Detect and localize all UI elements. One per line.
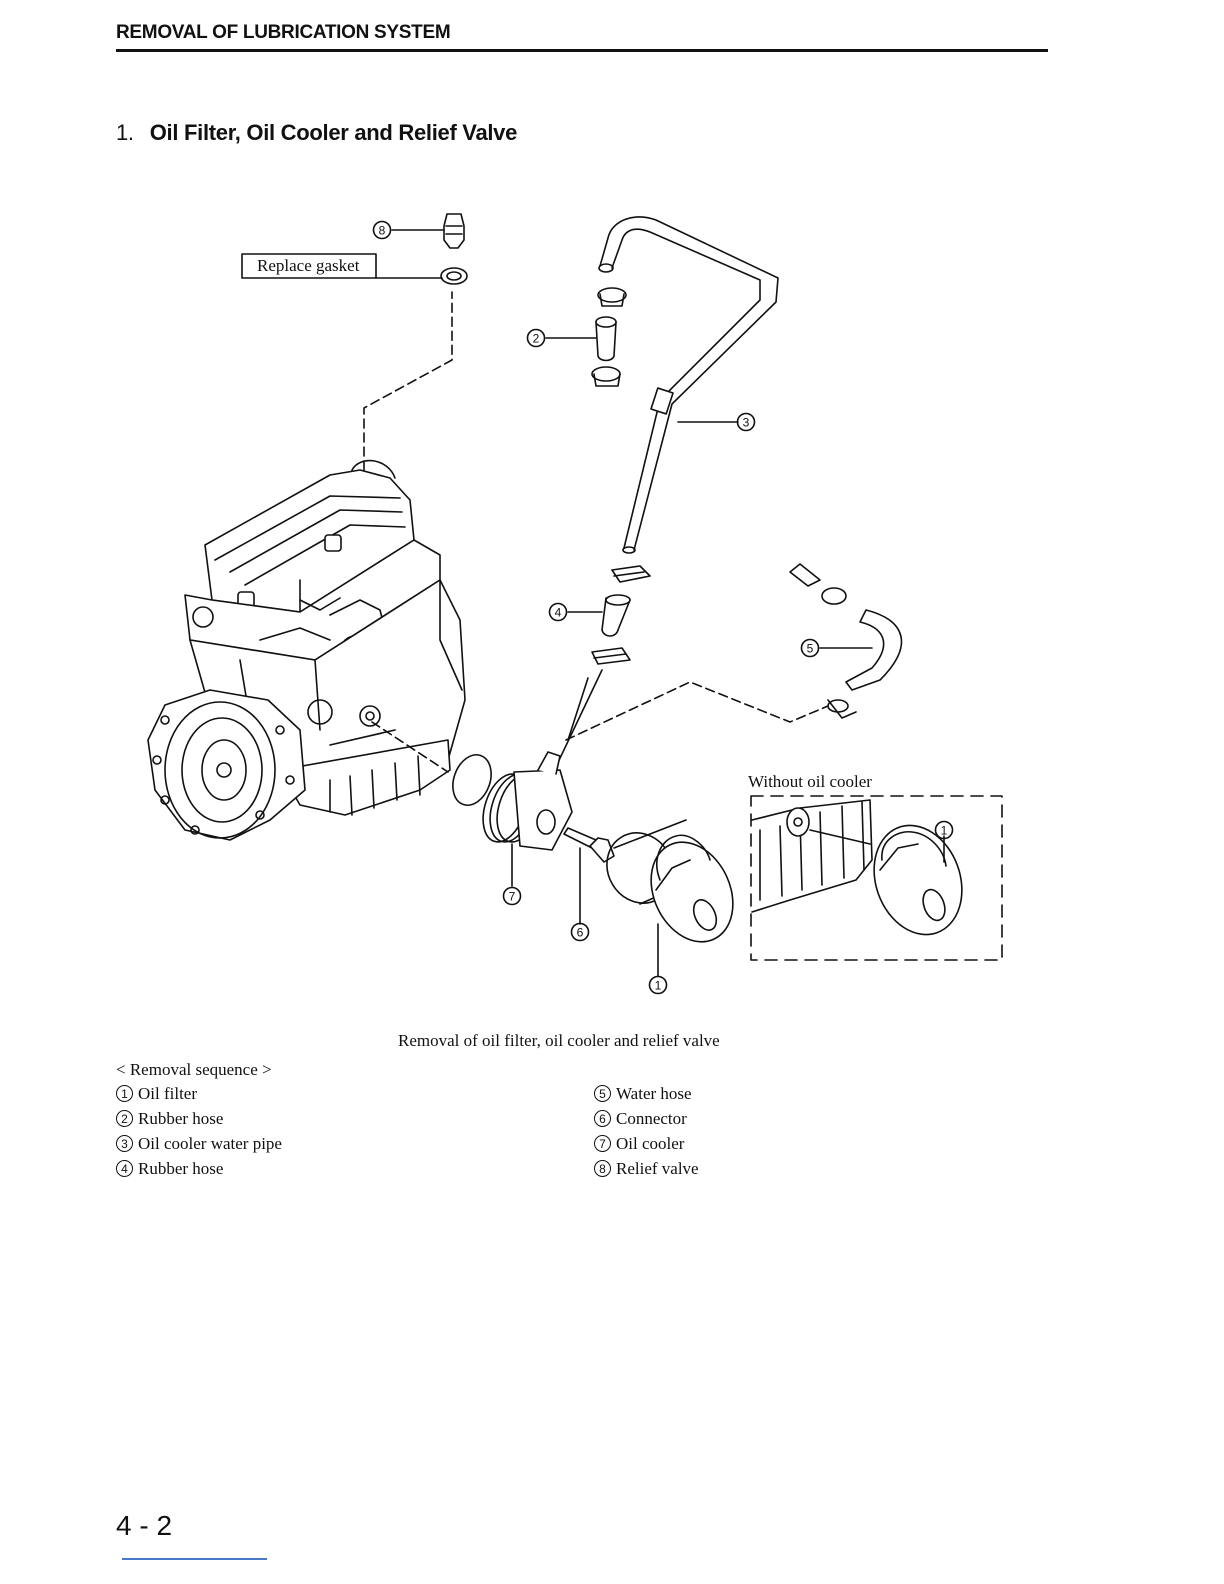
callout-6-badge: 6 [570,922,590,942]
number-badge: 3 [116,1134,133,1152]
figure-caption: Removal of oil filter, oil cooler and re… [398,1031,720,1050]
removal-sequence-title: < Removal sequence > [116,1060,272,1079]
callout-2-badge: 2 [526,328,546,348]
number-badge: 1 [116,1084,133,1102]
number-badge: 5 [594,1084,611,1102]
section-title: 1. Oil Filter, Oil Cooler and Relief Valv… [116,120,517,146]
number-badge: 6 [594,1109,611,1127]
section-title-text: Oil Filter, Oil Cooler and Relief Valve [149,120,518,145]
svg-text:1: 1 [941,824,948,838]
replace-gasket-label: Replace gasket [257,256,360,275]
header-rule [116,49,1048,52]
svg-text:3: 3 [743,416,750,430]
number-badge: 8 [594,1159,611,1177]
exploded-view-diagram: 8 Replace gasket 3 2 [147,213,1003,995]
oil-cooler [482,751,573,851]
engine-illustration [147,459,466,841]
section-number: 1. [116,120,134,145]
without-oil-cooler-label: Without oil cooler [748,772,872,791]
callout-7-badge: 7 [502,886,522,906]
footer-link-underline[interactable] [122,1558,267,1560]
number-badge: 7 [594,1134,611,1152]
callout-5-badge: 5 [800,638,820,658]
rubber-hose-upper [591,287,627,387]
inset-frame [750,795,1003,961]
oil-cooler-water-pipe [598,216,779,554]
svg-text:5: 5 [807,642,814,656]
svg-text:2: 2 [533,332,540,346]
svg-text:1: 1 [655,979,662,993]
inset-illustration [751,799,963,936]
callout-1-badge: 1 [648,975,668,995]
svg-text:6: 6 [577,926,584,940]
number-badge: 4 [116,1159,133,1177]
number-badge: 2 [116,1109,133,1127]
callout-3-badge: 3 [736,412,756,432]
svg-text:4: 4 [555,606,562,620]
callout-1-inset-badge: 1 [934,820,954,840]
callout-8-badge: 8 [372,220,392,240]
relief-valve [440,213,468,285]
o-ring [452,754,492,806]
water-hose [789,563,903,719]
oil-filter [606,819,734,943]
svg-text:8: 8 [379,224,386,238]
rubber-hose-lower [591,565,651,665]
callout-4-badge: 4 [548,602,568,622]
connector [563,827,615,863]
svg-text:7: 7 [509,890,516,904]
page-header: REMOVAL OF LUBRICATION SYSTEM [116,22,451,43]
page-number: 4 - 2 [116,1510,173,1541]
